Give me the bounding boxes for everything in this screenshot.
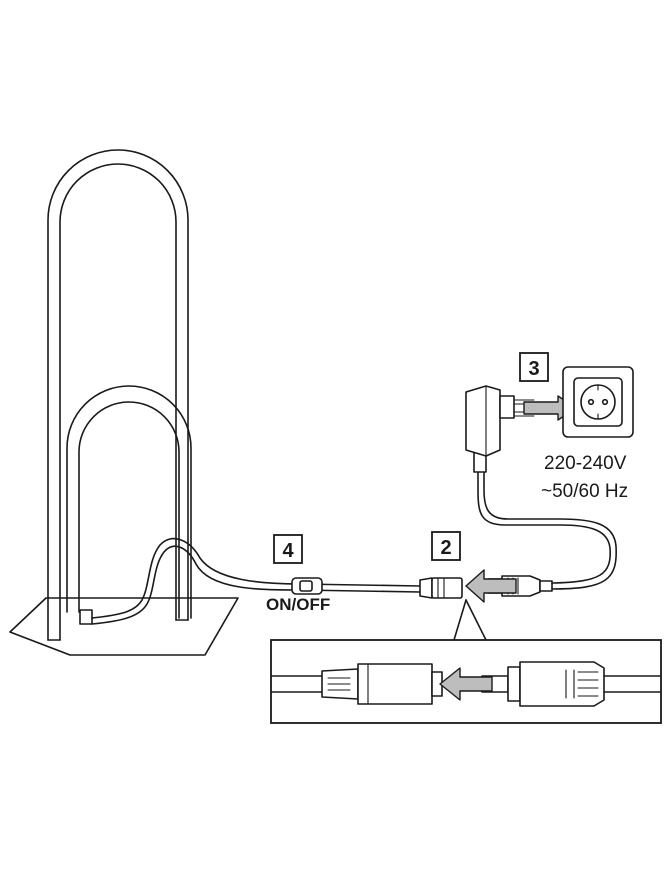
floor-lamp (9, 149, 239, 656)
detail-arrow-icon (439, 667, 493, 701)
step-4-badge: 4 (273, 534, 303, 564)
lamp-cable (91, 537, 421, 625)
wall-socket (562, 366, 634, 438)
step-2-badge: 2 (431, 531, 461, 561)
connector-detail-callout (270, 599, 662, 724)
power-adapter (465, 385, 535, 473)
switch-label: ON/OFF (266, 595, 330, 614)
step-3-number: 3 (528, 358, 539, 380)
voltage-label: 220-240V (544, 453, 627, 474)
lamp-outer-arch (47, 149, 189, 641)
connect-arrow-icon (465, 569, 517, 603)
lamp-inner-arch (66, 385, 192, 619)
on-off-switch (291, 577, 323, 595)
step-2-number: 2 (440, 537, 451, 559)
frequency-label: ~50/60 Hz (541, 481, 628, 502)
step-3-badge: 3 (519, 352, 549, 382)
lamp-connector (419, 577, 463, 599)
lamp-base (9, 597, 239, 656)
adapter-cable (477, 469, 617, 590)
step-4-number: 4 (282, 540, 294, 562)
